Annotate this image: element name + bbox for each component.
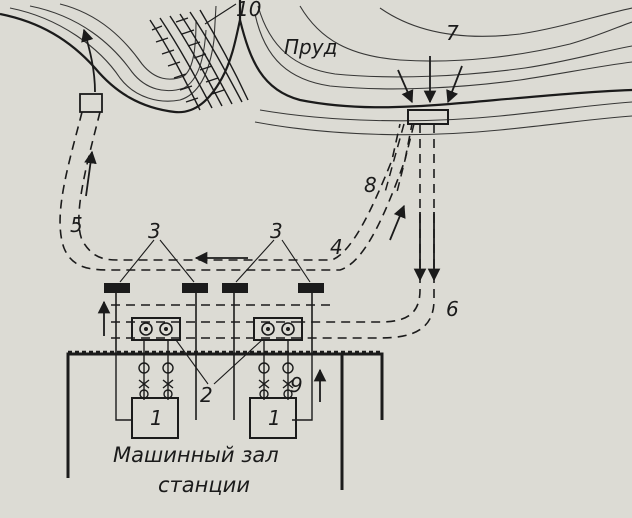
condensers: 2 (131, 317, 303, 407)
machine-hall-walls (66, 352, 384, 478)
label-3-left: 3 (148, 219, 161, 243)
caption-line-2: станции (158, 473, 250, 497)
outlet-head (79, 93, 103, 113)
label-10: 10 (236, 0, 261, 21)
label-6: 6 (446, 297, 459, 321)
label-5: 5 (70, 213, 83, 237)
pond: Пруд 10 (0, 0, 632, 136)
condenser-left (131, 317, 181, 341)
label-10-leader (204, 3, 237, 25)
embankment-hatching (149, 9, 249, 111)
turbines: 1 1 (115, 354, 313, 439)
label-9: 9 (290, 373, 303, 397)
valve-3b (182, 283, 208, 293)
machine-hall (66, 350, 384, 490)
outlet-flow-arrow (81, 28, 96, 93)
valve-3a (104, 283, 130, 293)
label-1-left: 1 (150, 406, 163, 430)
label-4: 4 (330, 235, 343, 259)
turbine-right (249, 397, 297, 439)
header-valves: 3 3 (104, 219, 324, 293)
label-2: 2 (200, 383, 213, 407)
bypass-flow-arrow (389, 204, 406, 241)
caption-line-1: Машинный зал (113, 443, 279, 467)
discharge-conduit (59, 111, 413, 271)
discharge-outlet (79, 28, 103, 113)
label-7: 7 (446, 21, 459, 45)
pond-label: Пруд (284, 35, 337, 59)
label-8: 8 (364, 173, 377, 197)
label-3-right: 3 (270, 219, 283, 243)
pump-chain-right (258, 340, 294, 400)
condenser-right (253, 317, 303, 341)
supply-conduit (110, 124, 435, 339)
label-1-right: 1 (268, 406, 281, 430)
conduit-5-flow-arrow (84, 150, 97, 197)
valve-3c (222, 283, 248, 293)
turbine-risers (115, 293, 313, 420)
bypass-line-8 (383, 123, 415, 197)
turbine-left (131, 397, 179, 439)
valve-3d (298, 283, 324, 293)
intake-head (407, 109, 449, 125)
water-intake: 7 (397, 21, 463, 125)
pond-contour-lines (9, 3, 632, 136)
pump-chain-left (138, 340, 174, 400)
